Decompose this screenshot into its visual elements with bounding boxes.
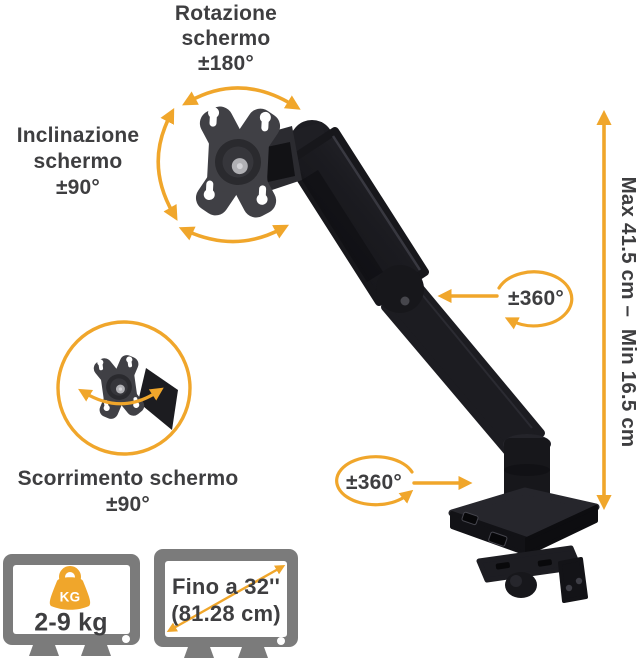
weight-value-label: 2-9 kg — [34, 608, 108, 637]
vesa-plate-small-icon — [89, 350, 149, 424]
weight-icon-label: KG — [59, 589, 81, 605]
pan-detail-graphic — [56, 320, 192, 456]
rotation-label-line2: schermo — [181, 27, 271, 50]
screen-size-line2: (81.28 cm) — [171, 601, 281, 626]
swivel-lower-badge: ±360° — [346, 471, 402, 494]
pan-arc-icon — [78, 387, 164, 406]
desk-base-graphic — [448, 487, 600, 556]
swivel-upper-badge: ±360° — [508, 287, 564, 310]
rotation-arc-icon — [182, 86, 301, 110]
swivel-upper-ellipse-icon — [497, 270, 574, 330]
tilt-label-line2: schermo — [33, 150, 123, 173]
tilt-label-line3: ±90° — [55, 176, 101, 199]
rotation-label-line1: Rotazione — [174, 2, 278, 25]
height-range-label: Max 41.5 cm – Min 16.5 cm — [617, 176, 640, 448]
desk-clamp-graphic — [476, 545, 588, 603]
diagonal-size-arrow-icon — [166, 565, 286, 632]
swivel-lower-ellipse-icon — [335, 455, 414, 507]
screen-size-label: Fino a 32'' (81.28 cm) — [171, 573, 281, 627]
tilt-label-line1: Inclinazione — [16, 124, 140, 147]
tilt-arc-icon — [156, 107, 178, 221]
tilt-label: Inclinazione schermo ±90° — [3, 123, 153, 201]
screen-size-line1: Fino a 32'' — [171, 574, 281, 599]
weight-icon — [49, 566, 91, 610]
swing-arc-icon — [178, 224, 290, 244]
weight-monitor-icon — [3, 554, 140, 656]
screen-size-monitor-icon — [154, 549, 298, 658]
detail-circle-icon — [56, 320, 192, 456]
pan-label-line2: ±90° — [105, 493, 151, 516]
pan-label-line1: Scorrimento schermo — [17, 467, 239, 490]
rotation-label: Rotazione schermo ±180° — [156, 1, 296, 76]
pan-label: Scorrimento schermo ±90° — [8, 466, 248, 518]
monitor-arm-graphic — [189, 100, 600, 603]
rotation-label-line3: ±180° — [198, 52, 254, 75]
